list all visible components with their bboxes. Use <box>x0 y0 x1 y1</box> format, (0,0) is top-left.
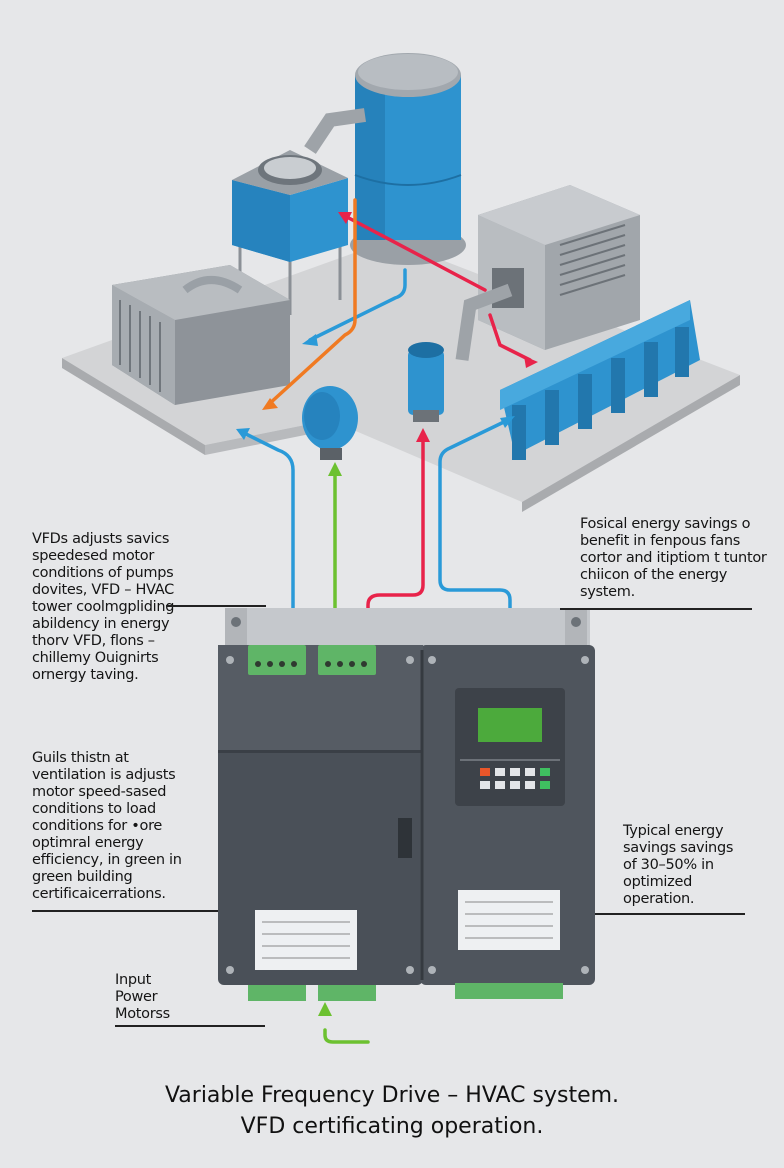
vfd-cabinet-icon <box>218 608 595 1001</box>
flow-arrow-green-input <box>323 1028 370 1044</box>
annotation-mid-left: Guils thistn at ventilation is adjusts m… <box>32 750 182 902</box>
cooling-tower-icon <box>232 150 348 315</box>
flow-arrow-red-top <box>343 214 532 362</box>
flow-arrow-blue-right <box>438 418 512 632</box>
chiller-icon <box>112 265 290 405</box>
flow-arrow-red-pump <box>366 436 425 632</box>
diagram-title-line-1: Variable Frequency Drive – HVAC system. <box>164 1083 620 1108</box>
air-handler-icon <box>455 185 640 361</box>
keypad-icon <box>455 688 565 806</box>
flow-arrow-blue-left <box>240 430 295 634</box>
motor-icon <box>302 386 358 460</box>
terminal-blocks <box>248 645 563 1001</box>
annotation-top-left: VFDs adjusts savics speedesed motor cond… <box>32 531 175 683</box>
leader-line <box>560 608 752 610</box>
annotation-top-right: Fosical energy savings o benefit in fenp… <box>580 516 767 600</box>
flow-arrow-orange <box>266 198 357 407</box>
leader-line <box>32 910 218 912</box>
leader-line <box>595 913 745 915</box>
flow-arrow-blue-top <box>308 268 407 342</box>
leader-line <box>166 605 266 607</box>
terminal-units-icon <box>500 300 700 460</box>
diagram-title-line-2: VFD certificating operation. <box>240 1114 544 1139</box>
rating-labels <box>255 890 560 970</box>
annotation-bottom-left: Input Power Motorss <box>115 972 170 1022</box>
leader-line <box>115 1025 265 1027</box>
annotation-mid-right: Typical energy savings savings of 30–50%… <box>623 823 734 907</box>
pump-icon <box>408 342 444 422</box>
water-tank-icon <box>350 53 466 265</box>
